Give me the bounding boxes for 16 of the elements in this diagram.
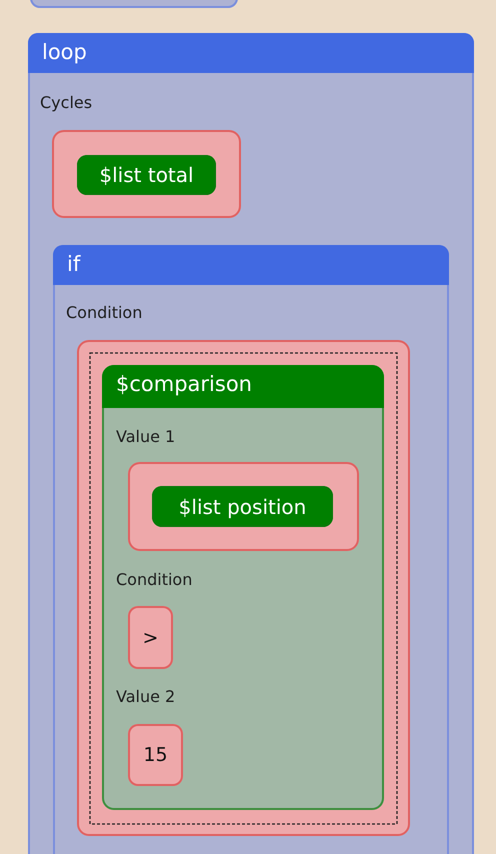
code-block — [28, 33, 474, 854]
value-slot: > — [128, 606, 173, 669]
input-slot — [128, 462, 359, 551]
slot-label: Value 2 — [116, 689, 176, 705]
value-slot: 15 — [128, 724, 183, 786]
block-title: if — [53, 245, 449, 285]
variable-pill: $list total — [77, 155, 216, 195]
slot-label: Condition — [66, 305, 142, 321]
slot-label: Value 1 — [116, 429, 176, 445]
code-block — [53, 245, 449, 854]
slot-label: Condition — [116, 572, 192, 588]
block-title: loop — [28, 33, 474, 73]
variable-pill: $list position — [152, 486, 333, 527]
slot-label: Cycles — [40, 95, 92, 111]
input-slot — [52, 130, 241, 218]
block-title: $comparison — [102, 365, 384, 408]
